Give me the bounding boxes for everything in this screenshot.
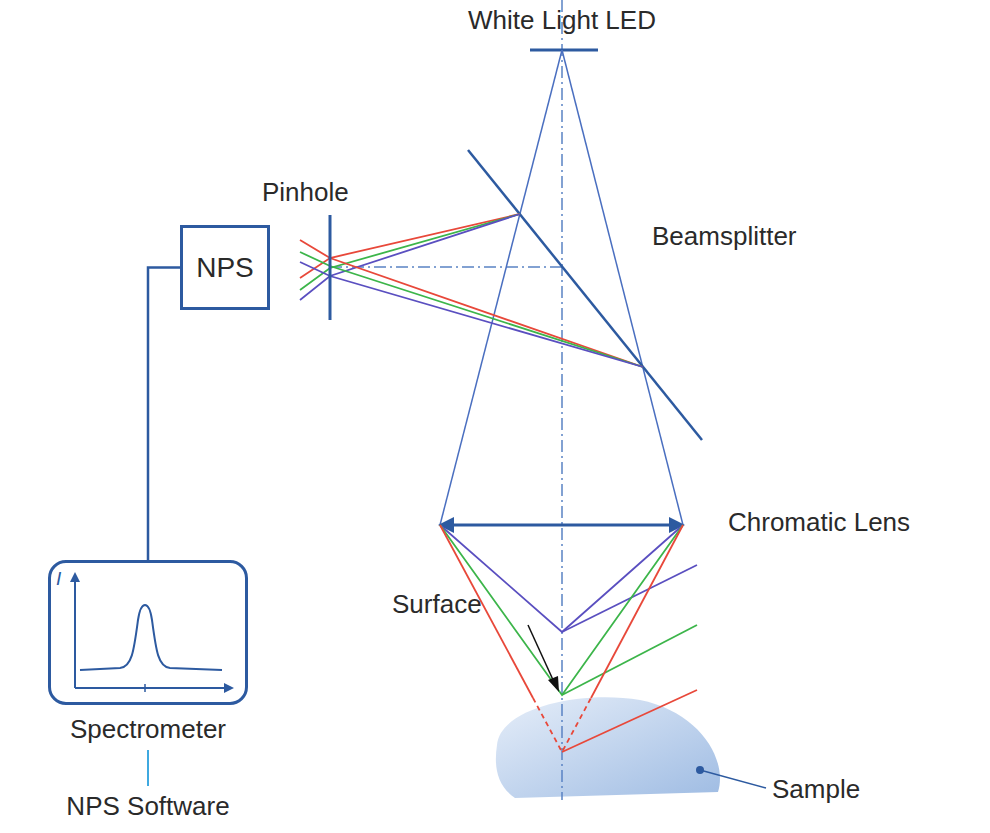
software-link	[147, 750, 149, 786]
nps-box: NPS	[180, 225, 270, 310]
spectrometer-box: Spectrometer	[48, 560, 248, 705]
surface-pointer-head	[548, 676, 559, 692]
graph-axis-head	[70, 572, 80, 582]
spectrum-peak	[80, 605, 222, 670]
component-label: Sample	[772, 775, 860, 805]
graph-axis	[74, 578, 76, 688]
software-label: NPS Software	[66, 792, 229, 822]
chromatic-lens	[448, 524, 675, 527]
light-ray	[440, 50, 562, 525]
component-label: Surface	[392, 590, 482, 620]
beamsplitter	[468, 150, 702, 440]
box-heading: Spectrometer	[70, 714, 226, 745]
component-label: Beamsplitter	[652, 222, 797, 252]
pinhole	[329, 215, 332, 320]
surface-pointer	[528, 625, 554, 682]
box-label: NPS	[196, 252, 254, 284]
graph-tick	[144, 684, 146, 692]
component-label: White Light LED	[468, 6, 656, 36]
axis-label: I	[56, 568, 61, 590]
focused-rays	[440, 525, 697, 752]
reflected-rays	[300, 214, 643, 367]
pinhole-axis	[330, 266, 562, 268]
sample-shape	[496, 697, 720, 798]
sample-leader	[700, 770, 766, 788]
led-bar	[530, 49, 598, 52]
graph-axis	[75, 687, 228, 689]
signal-line	[148, 268, 180, 561]
graph-axis-head	[224, 683, 234, 693]
component-label: Chromatic Lens	[728, 508, 910, 538]
optical-axis	[561, 0, 563, 800]
component-label: Pinhole	[262, 178, 349, 208]
